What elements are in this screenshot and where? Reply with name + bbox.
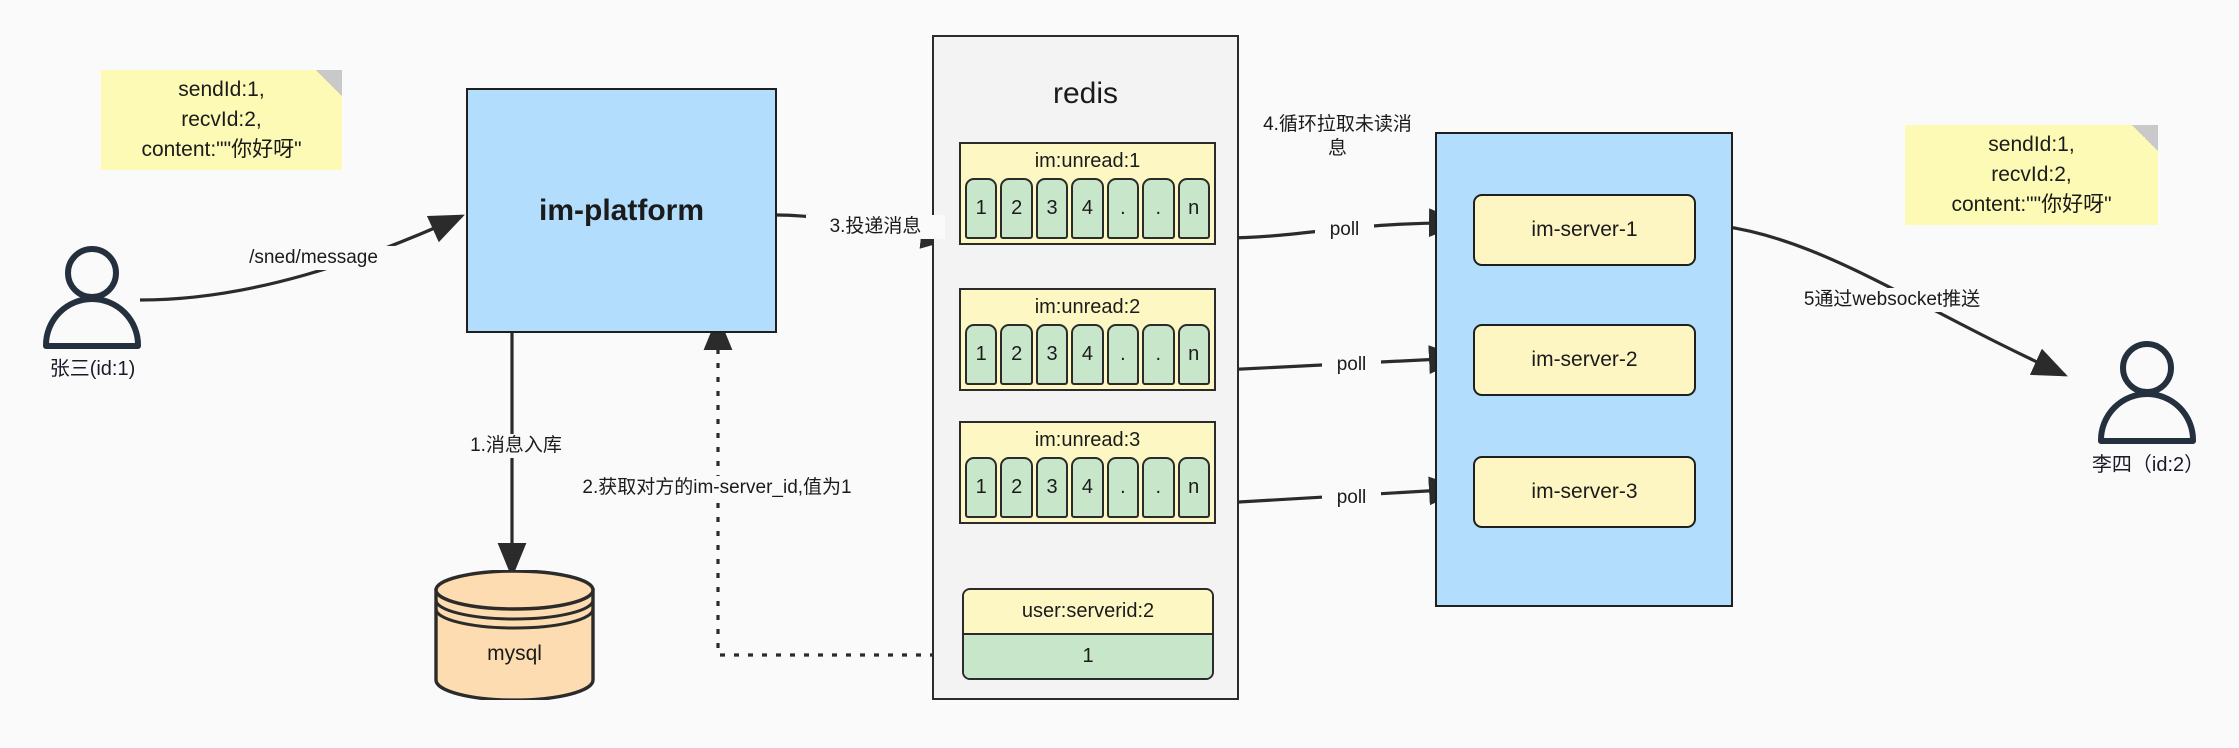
note-fold-icon: [2132, 125, 2158, 151]
redis-array-1: im:unread:1 1 2 3 4 . . n: [959, 142, 1216, 245]
database-icon: [434, 569, 595, 702]
redis-array-3-key: im:unread:3: [1034, 429, 1141, 451]
array-cell: 4: [1071, 457, 1104, 518]
im-server-1-box[interactable]: im-server-1: [1473, 194, 1696, 266]
redis-array-2: im:unread:2 1 2 3 4 . . n: [959, 288, 1216, 391]
edge-label-poll-3: poll: [1322, 486, 1381, 510]
actor-receiver-label: 李四（id:2）: [2091, 454, 2205, 476]
edge-label-step5: 5通过websocket推送: [1780, 288, 2004, 312]
array-cell: 3: [1035, 178, 1069, 239]
redis-array-2-cells: 1 2 3 4 . . n: [961, 324, 1214, 389]
array-cell: 4: [1071, 324, 1104, 385]
edge-label-poll-2: poll: [1322, 353, 1381, 377]
array-cell: 2: [1000, 457, 1033, 518]
redis-kv-value: 1: [964, 635, 1212, 678]
im-platform-box[interactable]: im-platform: [466, 88, 777, 333]
note-right-text: sendId:1, recvId:2, content:""你好呀": [1951, 133, 2112, 216]
edge-label-step4: 4.循环拉取未读消 息: [1253, 113, 1422, 161]
array-cell: 3: [1035, 457, 1069, 518]
im-server-1-label: im-server-1: [1531, 218, 1638, 241]
array-cell: .: [1106, 457, 1140, 518]
array-cell: 1: [965, 324, 998, 385]
mysql-label: mysql: [487, 642, 542, 665]
array-cell: .: [1142, 457, 1175, 518]
user-icon: [43, 246, 141, 349]
mysql-datastore[interactable]: mysql: [432, 569, 597, 702]
im-server-3-box[interactable]: im-server-3: [1473, 456, 1696, 528]
redis-kv-key: user:serverid:2: [964, 590, 1212, 635]
array-cell: .: [1106, 178, 1140, 239]
edge-label-step3: 3.投递消息: [806, 215, 945, 239]
edge-label-step1: 1.消息入库: [450, 434, 582, 458]
array-cell: n: [1177, 324, 1210, 385]
redis-kv-user-serverid: user:serverid:2 1: [962, 588, 1214, 680]
actor-sender[interactable]: [30, 245, 155, 350]
actor-sender-label: 张三(id:1): [49, 358, 136, 380]
redis-array-3: im:unread:3 1 2 3 4 . . n: [959, 421, 1216, 524]
im-platform-label: im-platform: [539, 193, 704, 227]
note-fold-icon: [316, 70, 342, 96]
array-cell: 4: [1071, 178, 1104, 239]
redis-array-1-cells: 1 2 3 4 . . n: [961, 178, 1214, 243]
array-cell: n: [1177, 457, 1210, 518]
im-server-2-box[interactable]: im-server-2: [1473, 324, 1696, 396]
array-cell: .: [1142, 324, 1175, 385]
array-cell: 2: [1000, 178, 1033, 239]
im-server-2-label: im-server-2: [1531, 348, 1638, 371]
array-cell: 2: [1000, 324, 1033, 385]
redis-array-2-key: im:unread:2: [1034, 296, 1141, 318]
edge-label-poll-1: poll: [1315, 218, 1374, 242]
note-right-message: sendId:1, recvId:2, content:""你好呀": [1905, 125, 2158, 225]
note-left-text: sendId:1, recvId:2, content:""你好呀": [141, 78, 302, 161]
im-server-cluster: im-server-1 im-server-2 im-server-3: [1435, 132, 1733, 607]
array-cell: 1: [965, 457, 998, 518]
redis-array-1-key: im:unread:1: [1034, 150, 1141, 172]
array-cell: .: [1142, 178, 1175, 239]
array-cell: .: [1106, 324, 1140, 385]
array-cell: 3: [1035, 324, 1069, 385]
redis-title: redis: [1052, 77, 1119, 110]
array-cell: 1: [965, 178, 998, 239]
edge-label-send-message: /sned/message: [229, 246, 398, 270]
note-left-message: sendId:1, recvId:2, content:""你好呀": [101, 70, 342, 170]
user-icon: [2098, 341, 2196, 444]
edge-label-step2: 2.获取对方的im-server_id,值为1: [570, 476, 864, 500]
redis-array-3-cells: 1 2 3 4 . . n: [961, 457, 1214, 522]
im-server-3-label: im-server-3: [1531, 480, 1638, 503]
actor-receiver[interactable]: [2085, 340, 2210, 445]
array-cell: n: [1177, 178, 1210, 239]
